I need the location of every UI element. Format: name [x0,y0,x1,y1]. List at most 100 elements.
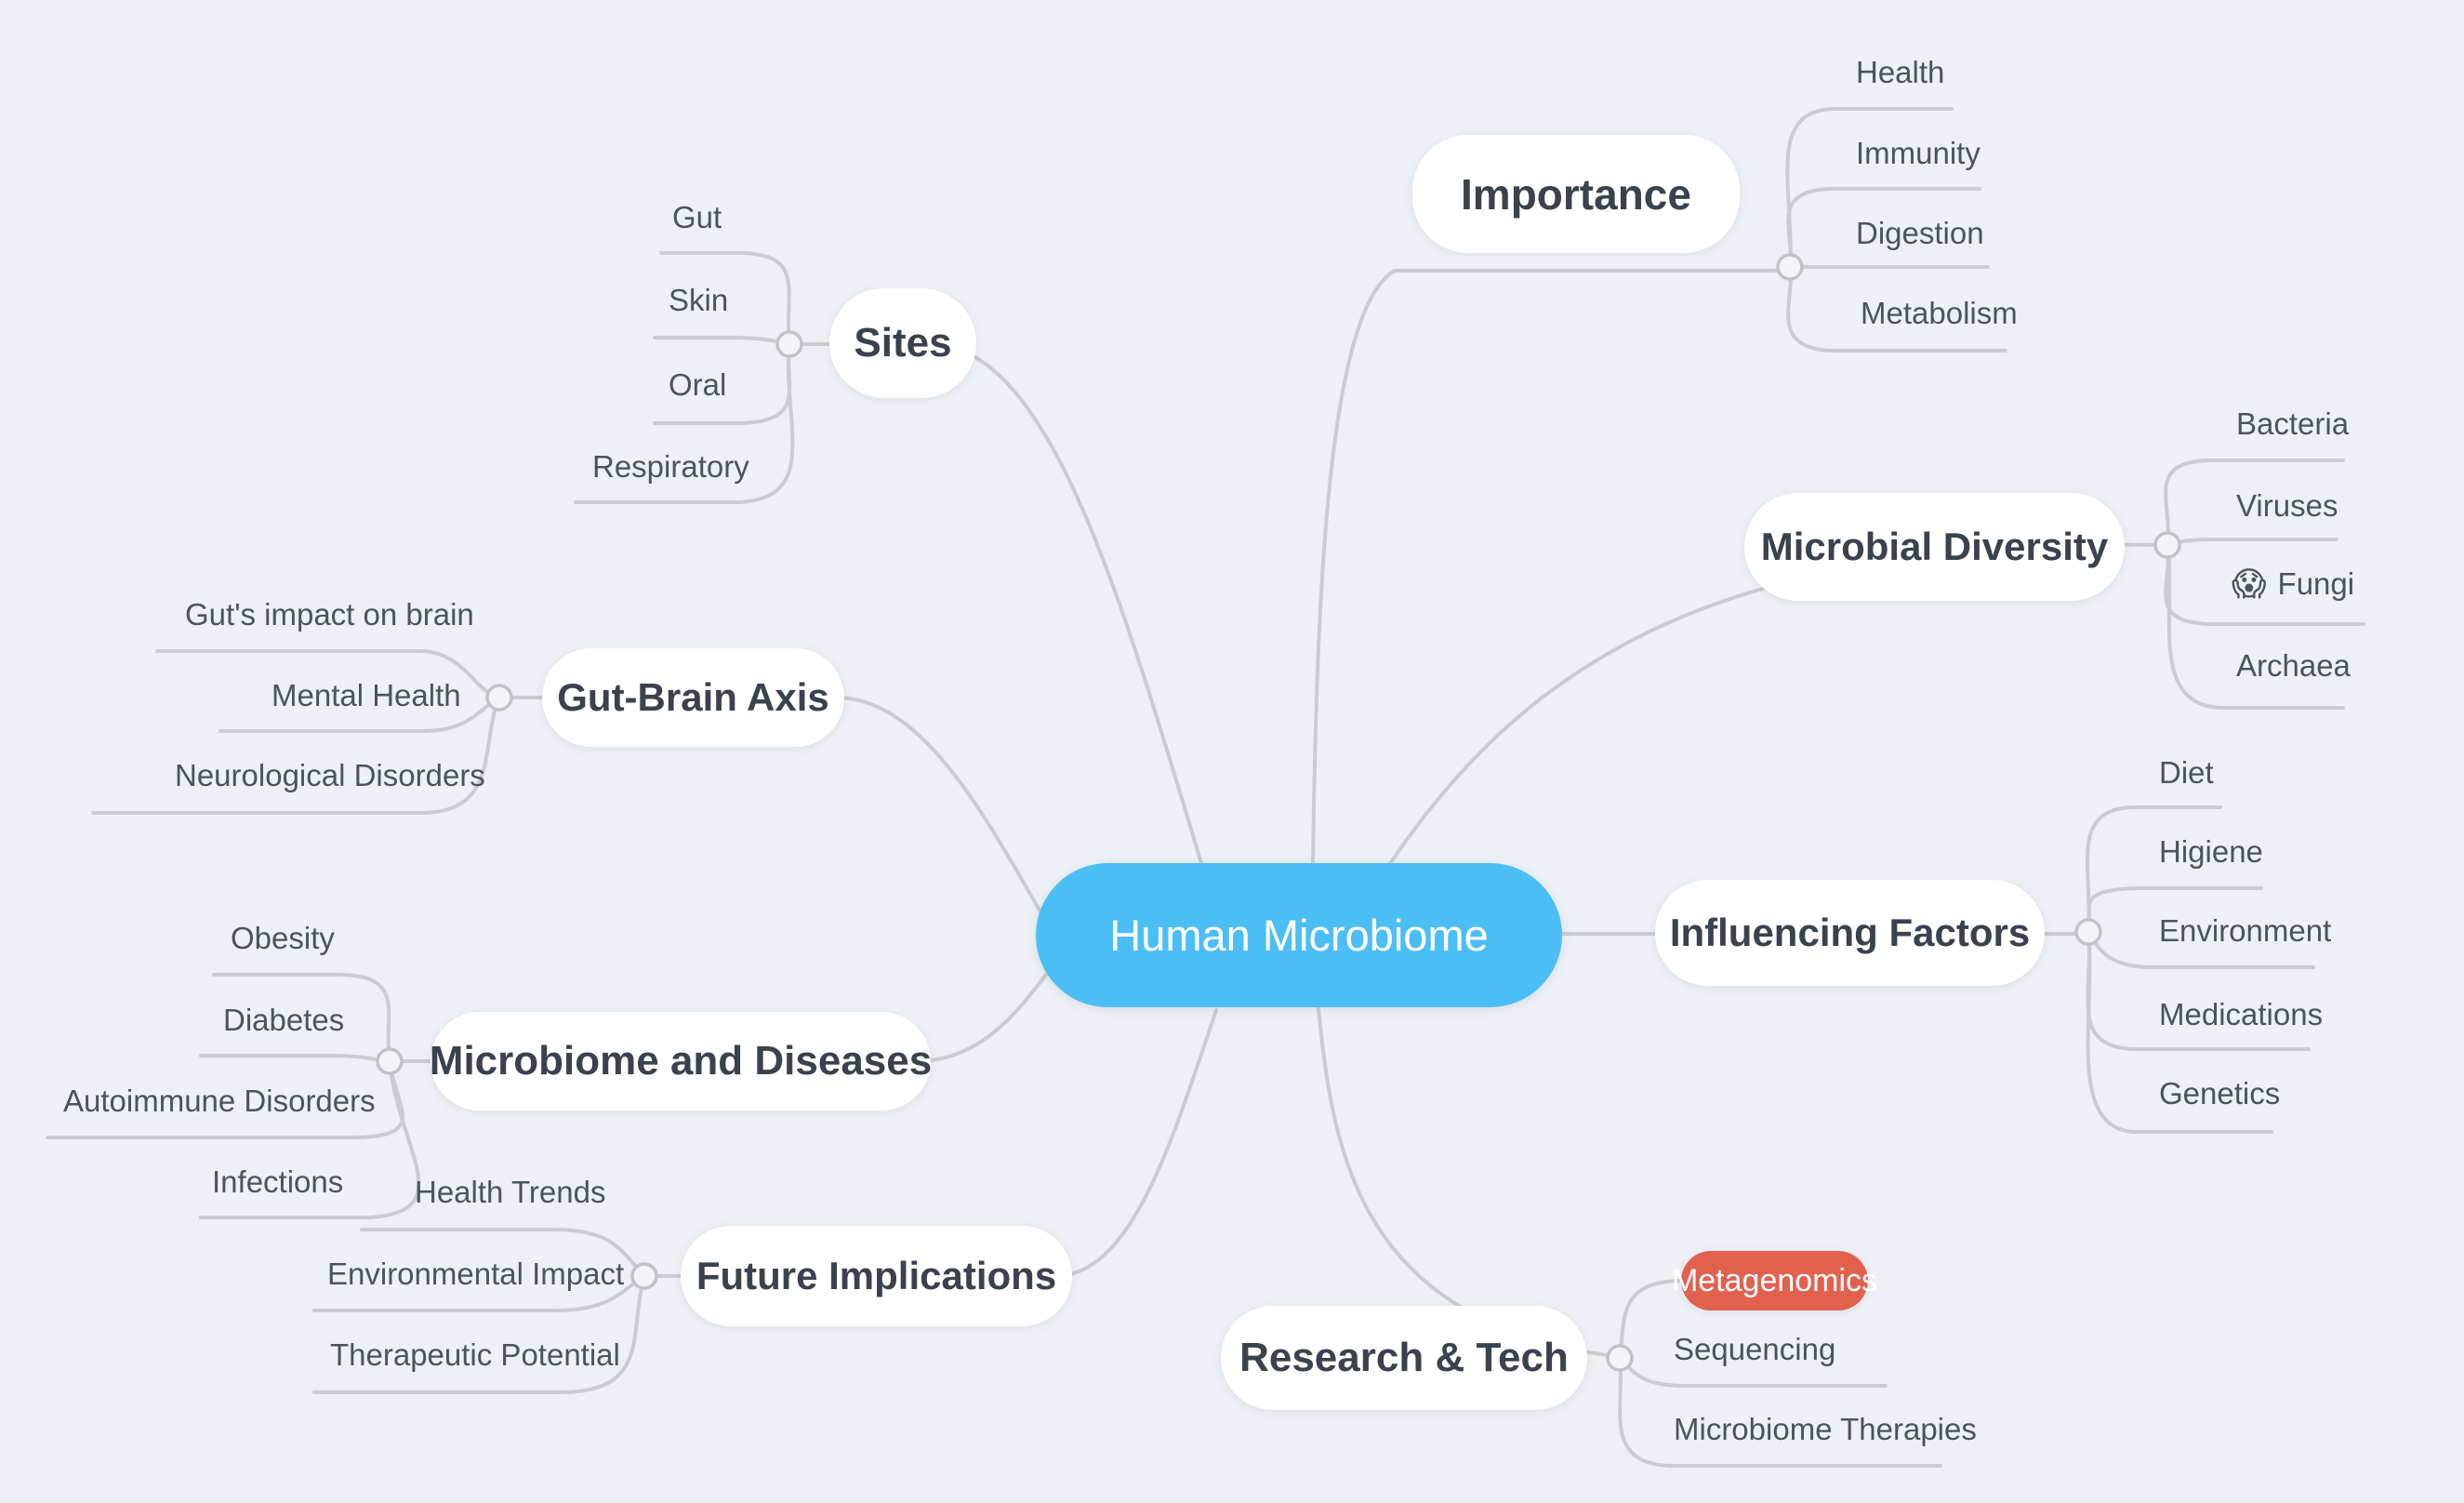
child-fungi[interactable]: 😱 Fungi [2232,566,2354,602]
child-metabolism[interactable]: Metabolism [1861,296,2018,331]
screaming-face-emoji-icon: 😱 [2232,565,2267,604]
child-digestion[interactable]: Digestion [1856,216,1984,251]
child-label: Genetics [2159,1076,2281,1111]
child-label: Immunity [1856,136,1980,171]
edge-diabetes [199,1054,391,1063]
dot-sites[interactable] [775,330,803,358]
child-therapeutic-potential[interactable]: Therapeutic Potential [330,1337,620,1373]
child-medications[interactable]: Medications [2159,997,2323,1032]
child-label: Diabetes [223,1003,345,1038]
child-skin[interactable]: Skin [669,283,728,318]
child-genetics[interactable]: Genetics [2159,1076,2280,1111]
node-microbiome-and-diseases[interactable]: Microbiome and Diseases [429,1012,933,1111]
child-microbiome-therapies[interactable]: Microbiome Therapies [1674,1412,1977,1447]
child-label: Mental Health [272,678,461,713]
child-label: Higiene [2159,834,2263,870]
child-obesity[interactable]: Obesity [231,921,335,956]
child-higiene[interactable]: Higiene [2159,834,2263,870]
child-viruses[interactable]: Viruses [2236,488,2338,524]
child-mental-health[interactable]: Mental Health [272,678,461,713]
child-environment[interactable]: Environment [2159,913,2331,949]
child-archaea[interactable]: Archaea [2236,648,2351,684]
child-label: Gut's impact on brain [185,597,474,632]
child-label: Sequencing [1674,1332,1836,1367]
child-metagenomics-highlighted[interactable]: Metagenomics [1672,1251,1877,1310]
child-label: Medications [2159,997,2324,1032]
edge-importance [1311,269,1792,867]
node-label: Research & Tech [1239,1335,1569,1380]
child-label: Archaea [2236,648,2351,684]
child-sequencing[interactable]: Sequencing [1674,1332,1835,1367]
child-guts-impact-on-brain[interactable]: Gut's impact on brain [185,597,474,632]
child-label: Infections [212,1164,344,1200]
child-diabetes[interactable]: Diabetes [223,1003,344,1038]
dot-microbial-diversity[interactable] [2153,531,2181,559]
child-label: Skin [669,283,729,318]
node-research-and-tech[interactable]: Research & Tech [1221,1306,1587,1410]
child-label: Health Trends [415,1175,606,1210]
child-respiratory[interactable]: Respiratory [592,449,749,485]
dot-gut-brain-axis[interactable] [485,684,513,712]
node-label: Influencing Factors [1669,911,2031,954]
dot-future-implications[interactable] [630,1262,658,1290]
dot-importance[interactable] [1776,253,1804,281]
edge-sites [788,342,1203,865]
node-label: Gut-Brain Axis [557,675,829,719]
node-gut-brain-axis[interactable]: Gut-Brain Axis [542,648,844,747]
node-microbial-diversity[interactable]: Microbial Diversity [1744,493,2125,601]
node-influencing-factors[interactable]: Influencing Factors [1655,880,2045,986]
node-label: Microbiome and Diseases [429,1038,933,1084]
node-label: Microbial Diversity [1760,525,2109,568]
child-label: Environment [2159,913,2332,949]
child-infections[interactable]: Infections [212,1164,343,1200]
root-node-human-microbiome[interactable]: Human Microbiome [1036,863,1562,1007]
edge-skin [653,336,791,346]
node-importance[interactable]: Importance [1412,135,1740,253]
dot-research-tech[interactable] [1606,1344,1634,1372]
edge-microbiome-therapies [1618,1356,1942,1468]
edge-genetics [2086,930,2273,1134]
child-neurological-disorders[interactable]: Neurological Disorders [175,758,485,793]
child-immunity[interactable]: Immunity [1856,136,1980,171]
child-label: Oral [669,367,727,403]
node-sites[interactable]: Sites [829,288,976,398]
edge-respiratory [574,342,795,504]
child-label: Microbiome Therapies [1674,1412,1977,1447]
child-health-trends[interactable]: Health Trends [415,1175,605,1210]
child-gut[interactable]: Gut [672,200,722,235]
child-label: Autoimmune Disorders [63,1084,376,1119]
child-label: Fungi [2277,566,2355,602]
node-label: Sites [854,320,952,366]
child-diet[interactable]: Diet [2159,755,2214,791]
edge-infections [199,1059,421,1219]
edge-archaea [2166,543,2345,710]
edge-bacteria [2164,459,2345,547]
child-label: Gut [672,200,722,235]
child-label: Respiratory [592,449,749,485]
node-label: Future Implications [695,1254,1057,1297]
edge-research-tech [1317,1006,1622,1359]
dot-influencing-factors[interactable] [2074,918,2102,946]
node-future-implications[interactable]: Future Implications [681,1226,1072,1326]
child-bacteria[interactable]: Bacteria [2236,406,2349,442]
child-autoimmune-disorders[interactable]: Autoimmune Disorders [63,1084,376,1119]
child-label: Environmental Impact [327,1257,625,1292]
child-label: Digestion [1856,216,1984,251]
edge-viruses [2166,538,2338,547]
child-label: Therapeutic Potential [330,1337,620,1373]
edge-obesity [212,973,391,1063]
child-label: Diet [2159,755,2214,791]
edge-gut [659,251,791,346]
child-label: Bacteria [2236,406,2350,442]
child-label: Obesity [231,921,335,956]
edge-therapeutic-potential [312,1274,646,1394]
child-label: Viruses [2236,488,2338,524]
child-environmental-impact[interactable]: Environmental Impact [327,1257,624,1292]
child-health[interactable]: Health [1856,55,1944,90]
dot-microbiome-diseases[interactable] [376,1047,404,1075]
child-oral[interactable]: Oral [669,367,726,403]
edge-future-implications [642,1008,1218,1278]
child-label: Metabolism [1861,296,2018,331]
child-label: Neurological Disorders [175,758,485,793]
